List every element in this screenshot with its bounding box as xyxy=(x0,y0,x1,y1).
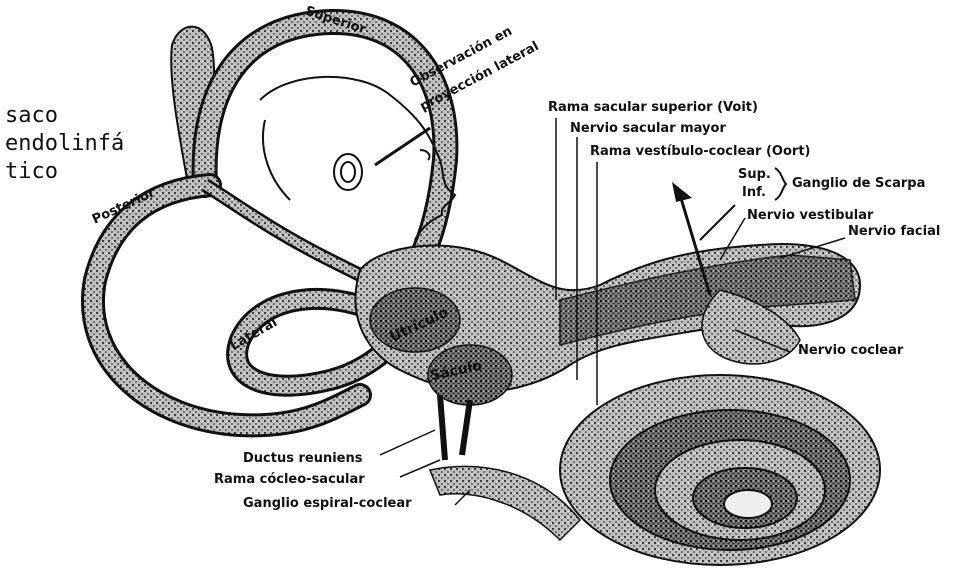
label-ganglio-espiral: Ganglio espiral-coclear xyxy=(243,497,412,510)
label-ductus-reuniens: Ductus reuniens xyxy=(243,452,363,465)
cochlea xyxy=(560,375,880,565)
note-line-3: tico xyxy=(5,159,58,184)
label-inf: Inf. xyxy=(742,186,766,199)
label-sup: Sup. xyxy=(738,168,771,181)
note-line-2: endolinfá xyxy=(5,131,124,156)
label-rama-sacular-superior: Rama sacular superior (Voit) xyxy=(548,101,758,114)
label-nervio-coclear: Nervio coclear xyxy=(798,344,903,357)
label-nervio-sacular-mayor: Nervio sacular mayor xyxy=(570,122,726,135)
label-nervio-vestibular: Nervio vestibular xyxy=(747,209,873,222)
label-nervio-facial: Nervio facial xyxy=(848,225,940,238)
note-line-1: saco xyxy=(5,103,58,128)
label-rama-vestibulo-coclear: Rama vestíbulo-coclear (Oort) xyxy=(590,145,811,158)
label-ganglio-scarpa: Ganglio de Scarpa xyxy=(792,177,925,190)
label-rama-cocleo-sacular: Rama cócleo-sacular xyxy=(214,473,365,486)
